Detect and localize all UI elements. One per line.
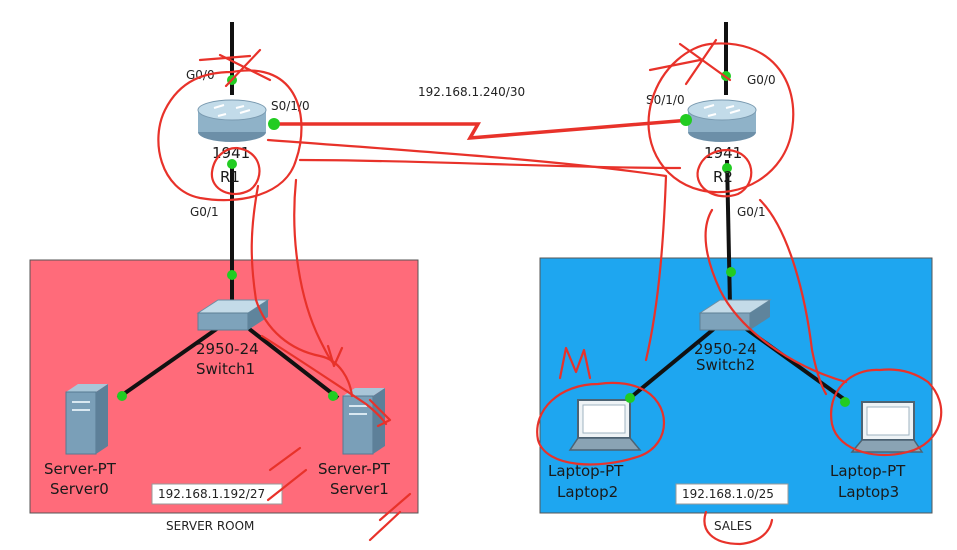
router-r1[interactable] [197,99,267,142]
red-annotations [157,38,943,546]
server0-name-label: Server0 [50,480,109,498]
laptop-laptop2[interactable] [568,399,642,451]
sales-area-label: SALES [714,519,752,533]
server-room-subnet-label: 192.168.1.192/27 [158,487,265,501]
r2-port-g00-label: G0/0 [747,73,776,87]
switch2-laptop2-link [628,326,717,400]
port-lights [117,71,850,407]
port-light [680,114,692,126]
laptop2-type-label: Laptop-PT [548,462,624,480]
r2-name-label: R2 [713,168,733,186]
laptop-laptop3[interactable] [850,401,924,453]
switch1-model-label: 2950-24 [196,340,259,358]
switch2-name-label: Switch2 [696,356,755,374]
server-server1[interactable] [342,388,385,455]
server-room-area-label: SERVER ROOM [166,519,254,533]
laptop2-name-label: Laptop2 [557,483,618,501]
wan-subnet-label: 192.168.1.240/30 [418,85,525,99]
r1-port-serial-label: S0/1/0 [271,99,310,113]
r1-name-label: R1 [220,168,240,186]
sales-subnet-box [675,483,789,505]
serial-link [272,118,691,141]
switch2-model-label: 2950-24 [694,340,757,358]
sales-subnet-label: 192.168.1.0/25 [682,487,774,501]
port-light [227,159,237,169]
r1-port-g01-label: G0/1 [190,205,219,219]
router-r2[interactable] [687,99,757,142]
server1-type-label: Server-PT [318,460,391,478]
switch1-server1-link [246,326,340,400]
port-light [268,118,280,130]
laptop3-name-label: Laptop3 [838,483,899,501]
server1-name-label: Server1 [330,480,389,498]
r1-port-g00-label: G0/0 [186,68,215,82]
port-light [625,393,635,403]
server0-type-label: Server-PT [44,460,117,478]
port-light [227,270,237,280]
port-light [726,267,736,277]
r2-switch2-link [725,159,732,306]
port-light [840,397,850,407]
switch1-name-label: Switch1 [196,360,255,378]
switch-switch1[interactable] [196,299,270,331]
port-light [117,391,127,401]
switch1-server0-link [116,326,220,400]
server-room-subnet-box [151,483,283,505]
laptop3-type-label: Laptop-PT [830,462,906,480]
r2-port-g01-label: G0/1 [737,205,766,219]
r2-port-serial-label: S0/1/0 [646,93,685,107]
port-light [328,391,338,401]
server-server0[interactable] [65,384,108,455]
port-light [722,163,732,173]
r2-model-label: 1941 [704,144,742,162]
